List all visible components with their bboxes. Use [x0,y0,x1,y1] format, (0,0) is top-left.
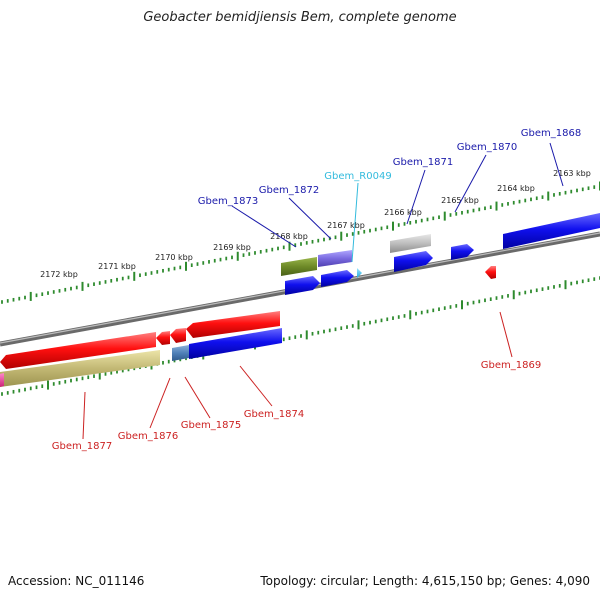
gene-label[interactable]: Gbem_1871 [393,157,453,168]
gene-label[interactable]: Gbem_1873 [198,196,258,207]
gene-leader-line [288,197,332,240]
gene-leader-line [454,154,487,213]
gene-leader-line [406,169,426,225]
map-title: Geobacter bemidjiensis Bem, complete gen… [143,10,457,25]
gene-label[interactable]: Gbem_1868 [521,128,581,139]
gene-leader-line [549,142,564,187]
gene-leader-line [351,182,359,263]
scale-label: 2169 kbp [213,243,251,252]
gene-label[interactable]: Gbem_R0049 [324,171,391,182]
scale-label: 2172 kbp [40,270,78,279]
gene-feature-gbem-1877[interactable] [0,332,160,387]
gene-feature-gbem-1875[interactable] [170,328,189,361]
scale-labels: 2163 kbp 2164 kbp 2165 kbp 2166 kbp 2167 kbp… [40,169,591,279]
gene-label[interactable]: Gbem_1869 [481,360,541,371]
gene-leader-line [82,391,86,440]
scale-label: 2166 kbp [384,208,422,217]
gene-leader-line [149,377,171,429]
gene-label[interactable]: Gbem_1872 [259,185,319,196]
genome-summary-text: Topology: circular; Length: 4,615,150 bp… [260,574,590,588]
gene-leader-line [239,365,273,407]
scale-label: 2167 kbp [327,221,365,230]
scale-label: 2171 kbp [98,262,136,271]
gene-feature-gbem-1871-aux[interactable] [390,234,431,253]
gene-callouts: Gbem_1868Gbem_1870Gbem_1871Gbem_R0049Gbe… [52,128,581,452]
gene-feature-gbem-1868[interactable] [503,213,600,249]
gene-label[interactable]: Gbem_1874 [244,409,304,420]
gene-leader-line [184,376,211,419]
gene-label[interactable]: Gbem_1875 [181,420,241,431]
scale-label: 2163 kbp [553,169,591,178]
gene-feature-gbem-r0049[interactable] [357,268,362,278]
gene-feature-gbem-1876[interactable] [156,331,170,345]
gene-leader-line [499,311,513,358]
gene-label[interactable]: Gbem_1877 [52,441,112,452]
gene-leader-line [231,205,297,248]
scale-label: 2164 kbp [497,184,535,193]
scale-label: 2165 kbp [441,196,479,205]
gene-feature-gbem-1870[interactable] [451,244,474,260]
gene-label[interactable]: Gbem_1876 [118,431,178,442]
scale-label: 2168 kbp [270,232,308,241]
gene-label[interactable]: Gbem_1870 [457,142,517,153]
accession-text: Accession: NC_011146 [8,574,145,588]
scale-ticks-bottom [1,276,600,396]
gene-feature-gbem-1874[interactable] [186,311,282,359]
gene-feature-gbem-1871[interactable] [394,251,433,272]
gene-feature-gbem-1869[interactable] [485,266,496,279]
scale-label: 2170 kbp [155,253,193,262]
gene-feature-gbem-1873[interactable] [281,257,320,295]
scale-ticks-top [1,181,600,304]
gene-feature-gbem-1872[interactable] [318,250,354,287]
